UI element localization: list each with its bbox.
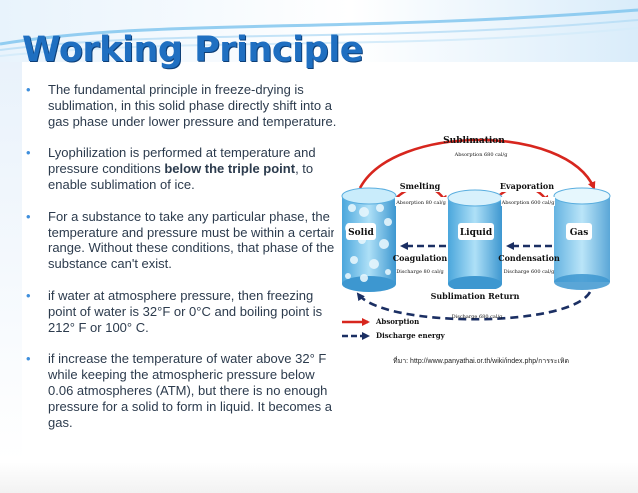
title-band-decoration [0, 0, 638, 62]
bullet-text: if increase the temperature of water abo… [48, 351, 332, 430]
bullet-item: • For a substance to take any particular… [22, 209, 340, 272]
sublimation-arrow [358, 138, 596, 190]
coagulation-discharge-label: Discharge 80 cal/g [396, 269, 444, 275]
bullet-item: • The fundamental principle in freeze-dr… [22, 82, 340, 129]
sublimation-return-arrow [356, 291, 592, 321]
smelting-absorption-box [395, 197, 447, 206]
coagulation-label: Coagulation [393, 253, 448, 263]
liquid-label: Liquid [460, 228, 493, 238]
phase-change-diagram: Sublimation Absorption 680 cal/g [334, 128, 621, 375]
bullet-text-part: Lyophilization is performed at temperatu… [48, 145, 316, 177]
gas-label: Gas [570, 228, 589, 238]
sublimation-return-label: Sublimation Return [431, 291, 520, 301]
solid-label: Solid [348, 228, 374, 238]
bullet-dot-icon: • [26, 145, 31, 161]
evaporation-absorption-label: Absorption 600 cal/g [501, 200, 556, 206]
liquid-cylinder [447, 189, 503, 292]
smelting-label: Smelting [400, 181, 441, 191]
bullet-dot-icon: • [26, 82, 31, 97]
footer-band [0, 462, 638, 493]
bullet-dot-icon: • [26, 287, 31, 303]
gas-label-box [566, 223, 592, 240]
slide-title: Working Principle [22, 30, 363, 70]
bullet-text-emphasis: below the triple point [164, 161, 296, 177]
smelting-label-box [397, 180, 445, 192]
legend-absorption-label: Absorption [375, 317, 419, 326]
bullet-text: if water at atmosphere pressure, then fr… [48, 287, 323, 335]
solid-label-box [346, 223, 376, 240]
condensation-label: Condensation [498, 253, 560, 263]
source-credit: ที่มา: http://www.panyathai.or.th/wiki/i… [393, 358, 570, 365]
evaporation-label: Evaporation [500, 181, 554, 191]
bullet-text: The fundamental principle in freeze-dryi… [48, 82, 337, 129]
sublimation-return-label-box [437, 289, 513, 302]
bullet-text-part: , to enable sublimation of ice. [48, 161, 314, 192]
bullet-item: • if increase the temperature of water a… [22, 351, 340, 430]
left-accent-strip [0, 62, 22, 462]
liquid-label-box [458, 223, 494, 240]
condensation-discharge-label: Discharge 600 cal/g [504, 269, 556, 275]
evaporation-absorption-box [501, 197, 555, 206]
sublimation-label: Sublimation [443, 136, 505, 146]
smelting-absorption-label: Absorption 80 cal/g [395, 200, 446, 206]
bullet-list: • The fundamental principle in freeze-dr… [22, 82, 340, 446]
evaporation-label-box [502, 180, 552, 192]
bullet-item: • if water at atmosphere pressure, then … [22, 288, 340, 335]
bullet-text: For a substance to take any particular p… [48, 208, 338, 272]
bullet-dot-icon: • [26, 208, 31, 224]
sublimation-absorption-label: Absorption 680 cal/g [454, 152, 509, 158]
sublimation-return-discharge-label: Discharge 680 cal/g [452, 314, 504, 320]
bullet-dot-icon: • [26, 351, 31, 367]
bullet-item: • Lyophilization is performed at tempera… [22, 145, 340, 192]
title-band [0, 0, 638, 62]
legend-discharge-label: Discharge energy [376, 331, 446, 340]
